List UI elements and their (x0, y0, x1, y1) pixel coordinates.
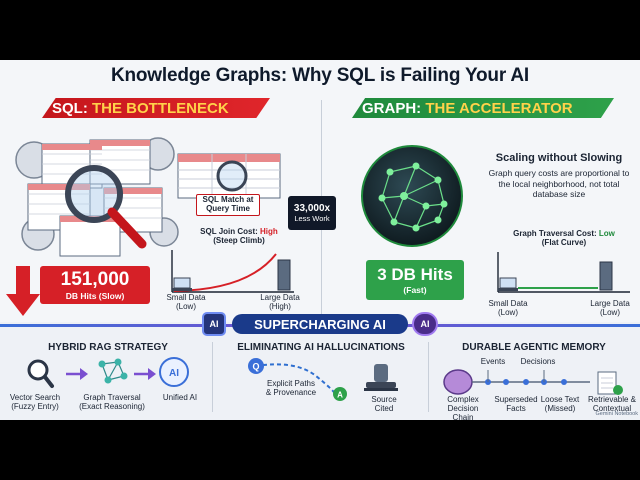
memory-decisions: Decisions (520, 357, 556, 366)
graph-cost-chart (497, 252, 630, 293)
halluc-source: Source Cited (364, 395, 404, 414)
memory-chain: Complex Decision Chain (438, 395, 488, 420)
graph-banner-prefix: GRAPH: (362, 99, 426, 117)
graph-large-data-label: Large Data (590, 299, 630, 308)
graph-network-sphere (361, 145, 463, 247)
rag-graph: Graph Traversal (Exact Reasoning) (74, 393, 150, 412)
rag-vector-sub: (Fuzzy Entry) (11, 401, 59, 411)
bottom-band (0, 322, 640, 420)
halluc-title: ELIMINATING AI HALLUCINATIONS (237, 342, 405, 353)
graph-small-data-sub: (Low) (497, 307, 518, 317)
watermark: Gemini Notebook (595, 411, 639, 417)
memory-loose-label: Loose Text (540, 395, 580, 404)
graph-banner-label: THE ACCELERATOR (425, 99, 573, 117)
graph-small-data-label: Small Data (488, 299, 528, 308)
memory-title: DURABLE AGENTIC MEMORY (462, 342, 606, 353)
sql-hits-box: 151,000 DB Hits (Slow) (40, 266, 150, 304)
down-arrow-icon (6, 266, 40, 316)
ai-brain-right-label: AI (420, 319, 430, 329)
sql-small-data-sub: (Low) (175, 301, 196, 311)
graph-cost-level: Low (598, 229, 615, 238)
memory-superseded: Superseded Facts (494, 395, 538, 414)
sql-match-callout: SQL Match at Query Time (196, 194, 260, 216)
rag-vector-label: Vector Search (9, 393, 61, 402)
memory-superseded-label: Superseded (494, 395, 538, 404)
halluc-path-diagram: Q A (248, 358, 398, 401)
ai-chip-icon-left: AI (202, 312, 226, 336)
sql-banner-label: THE BOTTLENECK (92, 99, 229, 117)
graph-hits-box: 3 DB Hits (Fast) (366, 260, 464, 300)
sql-small-data: Small Data (Low) (160, 293, 212, 312)
memory-retrievable-sub: Contextual (592, 403, 632, 413)
memory-retrievable: Retrievable & Contextual (586, 395, 638, 414)
halluc-paths-label: Explicit Paths (266, 379, 316, 388)
rag-graph-sub: (Exact Reasoning) (79, 401, 145, 411)
sql-cost-chart (171, 250, 294, 293)
memory-events: Events (480, 357, 506, 366)
sql-cost-sub: (Steep Climb) (213, 235, 265, 245)
halluc-paths-sub: & Provenance (265, 387, 317, 397)
unified-ai-icon-text: AI (169, 368, 179, 379)
graph-large-data: Large Data (Low) (584, 299, 636, 318)
page-title: Knowledge Graphs: Why SQL is Failing You… (110, 65, 530, 86)
ai-brain-icon-right: AI (412, 312, 438, 336)
sql-match-label: SQL Match at Query Time (202, 195, 254, 213)
scaling-description: Graph query costs are proportional to th… (488, 168, 630, 200)
sql-banner-prefix: SQL: (52, 99, 92, 117)
halluc-source-sub: Cited (374, 403, 394, 413)
halluc-a-node: A (337, 391, 343, 400)
sql-banner: SQL: THE BOTTLENECK (42, 98, 270, 118)
halluc-q-node: Q (252, 362, 259, 372)
sql-large-data-sub: (High) (269, 301, 291, 311)
rag-vector: Vector Search (Fuzzy Entry) (6, 393, 64, 412)
rag-unified: Unified AI (150, 393, 210, 403)
graph-banner: GRAPH: THE ACCELERATOR (352, 98, 614, 118)
rag-title: HYBRID RAG STRATEGY (48, 342, 168, 353)
work-ratio-value: 33,000x (293, 203, 331, 214)
sql-cost-title: SQL Join Cost: High (Steep Climb) (184, 227, 294, 246)
sql-cost-prefix: SQL Join Cost: (200, 227, 261, 236)
work-ratio-label: Less Work (294, 214, 330, 223)
sql-small-data-label: Small Data (166, 293, 206, 302)
rag-graph-label: Graph Traversal (83, 393, 141, 402)
sql-large-data: Large Data (High) (254, 293, 306, 312)
graph-small-data: Small Data (Low) (482, 299, 534, 318)
memory-superseded-sub: Facts (506, 403, 526, 413)
ai-chip-left-label: AI (209, 319, 219, 329)
memory-loose-sub: (Missed) (544, 403, 576, 413)
graph-cost-prefix: Graph Traversal Cost: (513, 229, 599, 238)
memory-retrievable-label: Retrievable & (587, 395, 637, 404)
sql-hits-label: DB Hits (Slow) (65, 291, 125, 301)
memory-loose: Loose Text (Missed) (538, 395, 582, 414)
halluc-paths: Explicit Paths & Provenance (258, 379, 324, 398)
sql-hits-value: 151,000 (60, 269, 130, 290)
work-ratio-badge: 33,000x Less Work (288, 196, 336, 230)
graph-hits-value: 3 DB Hits (377, 265, 453, 284)
matched-table-icon (177, 153, 281, 199)
memory-chain-label: Complex (447, 395, 479, 404)
bottom-divider-1 (212, 342, 213, 412)
halluc-source-label: Source (371, 395, 397, 404)
sql-cost-level: High (260, 227, 278, 236)
sql-large-data-label: Large Data (260, 293, 300, 302)
supercharging-banner: SUPERCHARGING AI (232, 314, 408, 334)
scaling-title: Scaling without Slowing (495, 152, 623, 164)
graph-hits-label: (Fast) (403, 285, 427, 295)
graph-cost-title: Graph Traversal Cost: Low (Flat Curve) (490, 229, 638, 248)
bottom-divider-2 (428, 342, 429, 412)
rag-flow-icons: AI (27, 357, 189, 388)
graph-large-data-sub: (Low) (599, 307, 620, 317)
graph-cost-sub: (Flat Curve) (541, 237, 587, 247)
infographic-canvas: Knowledge Graphs: Why SQL is Failing You… (0, 60, 640, 420)
sql-tables-magnifier-illustration (15, 137, 179, 257)
supercharging-label: SUPERCHARGING AI (254, 316, 386, 332)
memory-chain-diagram (443, 369, 623, 395)
rag-unified-label: Unified AI (162, 393, 198, 402)
memory-chain-sub: Decision Chain (447, 403, 479, 420)
